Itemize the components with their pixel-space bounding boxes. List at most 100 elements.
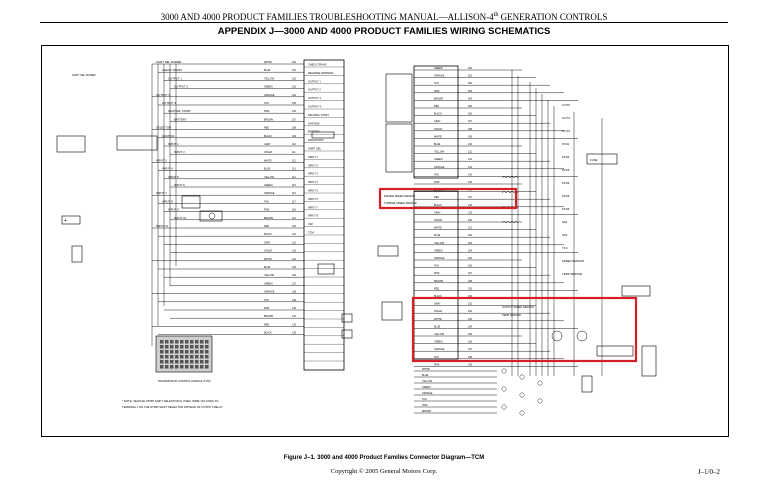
tcm-pin [165, 340, 169, 344]
right-wire-color: WHITE [434, 227, 442, 230]
power-label: SHIFT SEL POWER [72, 73, 96, 77]
wire-color-label: VIOLET [264, 250, 273, 253]
left-wire-label: OUTPUT 1 [168, 76, 182, 80]
connector-pin-label: INPUT 5 [308, 189, 318, 193]
right-component-label: PCS5 [562, 194, 570, 198]
right-wire-color: PINK [434, 363, 440, 366]
right-wire-color: BLACK [434, 204, 442, 207]
connector-pin-label: SHIFT SEL [308, 147, 322, 151]
right-wire-number: 203 [468, 90, 473, 93]
note-line-1: * NOTE: VEHICLE STRIP SHIFT SELECTOR IS … [122, 399, 219, 403]
right-wire-color: ORANGE [434, 166, 445, 169]
right-wire-number: 206 [468, 113, 473, 116]
tcm-pin [185, 350, 189, 354]
right-wire-color: ORANGE [434, 257, 445, 260]
wire-color-label: PINK [264, 209, 270, 212]
right-wire-number: 220 [468, 219, 473, 222]
wire-color-label: ORANGE [264, 192, 275, 195]
temp-sensor-symbol [576, 330, 588, 342]
tcm-pin [170, 355, 174, 359]
right-wire-color: BLACK [434, 295, 442, 298]
wire-number: 126 [292, 274, 297, 277]
right-wire-number: 208 [468, 128, 473, 131]
connector-pin-label: REVERSE WARNING [308, 71, 334, 75]
solenoid-coil [501, 221, 519, 224]
wire-color-label: YELLOW [264, 176, 275, 179]
right-wire-color: BLACK [434, 113, 442, 116]
tcm-pin [190, 355, 194, 359]
right-component-label: PCS6 [562, 207, 570, 211]
manual-title-suffix: GENERATION CONTROLS [498, 12, 608, 22]
tcm-label: TRANSMISSION CONTROL MODULE (TCM) [158, 379, 211, 383]
left-wire-label: INPUT 8 [162, 199, 173, 203]
connector-pin-label: DIAGNOSTIC [308, 138, 324, 142]
wire-number: 101 [292, 69, 297, 72]
right-wire-color: YELLOW [434, 151, 445, 154]
bottom-terminal [537, 380, 543, 386]
wire-number: 102 [292, 77, 297, 80]
right-component-label: PCS2 [562, 155, 570, 159]
tcm-pin [165, 345, 169, 349]
right-wire-number: 218 [468, 204, 473, 207]
wire-number: 123 [292, 250, 297, 253]
wire-number: 106 [292, 110, 297, 113]
tcm-pin [170, 360, 174, 364]
tcm-pin [205, 345, 209, 349]
right-wire-number: 215 [468, 181, 473, 184]
wire-color-label: TAN [264, 102, 269, 105]
wire-number: 113 [292, 168, 296, 171]
connector-pin-label: INPUT 2 [308, 163, 318, 167]
wire-color-label: RED [264, 323, 269, 326]
pressure-switch-block-1 [385, 73, 413, 123]
fuse-label: FUSE [590, 158, 598, 162]
right-wire-number: 201 [468, 75, 473, 78]
wire-number: 110 [292, 143, 296, 146]
right-component-label: TCC [562, 246, 568, 250]
pressure-switch-block-2 [385, 123, 413, 173]
right-wire-color: GRAY [434, 120, 441, 123]
wire-number: 128 [292, 291, 297, 294]
tcm-pin [170, 345, 174, 349]
wire-number: 117 [292, 200, 296, 203]
right-component-label: SS2 [562, 233, 568, 237]
highlight-box-1 [378, 187, 518, 210]
tcm-pin [180, 365, 184, 369]
highlight-1-line-1: ENGINE SPEED SENSOR [384, 194, 415, 198]
right-wire-number: 204 [468, 97, 473, 100]
right-wire-color: GREEN [434, 67, 443, 70]
wire-number: 114 [292, 176, 296, 179]
right-wire-color: BROWN [434, 189, 443, 192]
right-wire-color: WHITE [434, 135, 442, 138]
tcm-pin [175, 365, 179, 369]
right-wire-number: 229 [468, 287, 473, 290]
wire-color-label: GRAY [264, 241, 271, 244]
connector-pin-label: INPUT 4 [308, 180, 318, 184]
bottom-terminal [501, 386, 507, 392]
tcm-pin [165, 350, 169, 354]
connector-pin-label: NEUTRAL START [308, 113, 329, 117]
wire-number: 115 [292, 184, 296, 187]
right-component-label: SPEED SENSOR [562, 259, 584, 263]
tcm-pin [195, 340, 199, 344]
wire-color-label: ORANGE [264, 291, 275, 294]
right-wire-number: 222 [468, 234, 473, 237]
wire-color-label: BLACK [264, 233, 272, 236]
tcm-pin [195, 365, 199, 369]
tcm-pin [175, 350, 179, 354]
wire-number: 112 [292, 159, 296, 162]
wire-number: 111 [292, 151, 296, 154]
ignition-box [199, 210, 223, 222]
wire-color-label: BROWN [264, 315, 273, 318]
tcm-pin [205, 360, 209, 364]
right-wire-number: 225 [468, 257, 473, 260]
right-wire-number: 226 [468, 265, 473, 268]
tcm-pin [190, 345, 194, 349]
right-wire-color: VIOLET [434, 310, 443, 313]
wire-color-label: BLACK [264, 332, 272, 335]
wire-color-label: WHITE [264, 61, 272, 64]
right-wire-color: GREEN [434, 341, 443, 344]
tcm-pin [180, 340, 184, 344]
tcm-pin [190, 365, 194, 369]
appendix-title: APPENDIX J—3000 AND 4000 PRODUCT FAMILIE… [217, 26, 551, 37]
wire-number: 103 [292, 86, 297, 89]
